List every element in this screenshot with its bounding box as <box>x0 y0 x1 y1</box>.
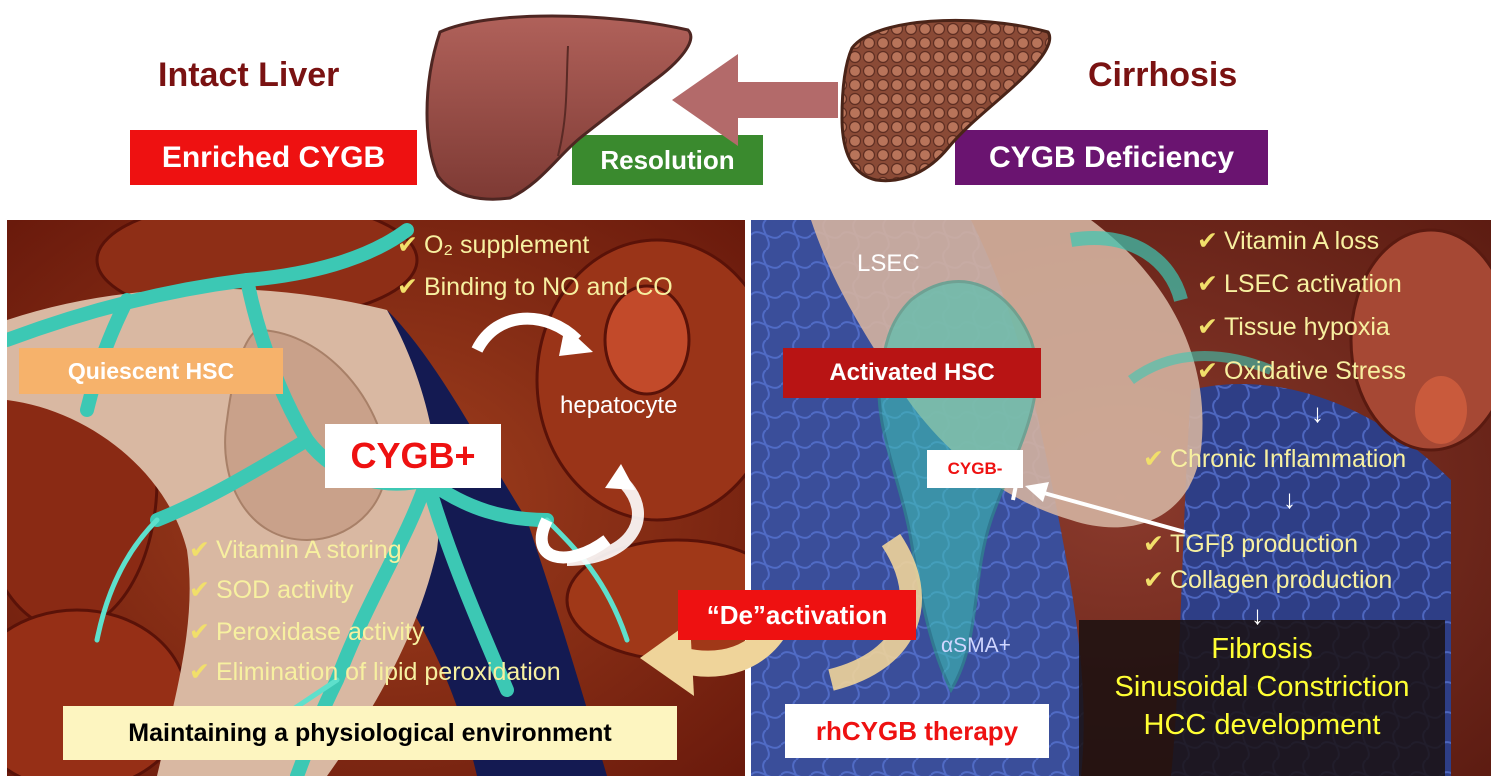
cygb-deficiency-tag: CYGB Deficiency <box>955 130 1268 185</box>
check-icon: ✔ <box>1143 530 1164 558</box>
cygb-minus-label: CYGB- <box>927 450 1023 488</box>
check-icon: ✔ <box>1143 445 1164 473</box>
check-icon: ✔ <box>397 231 418 259</box>
check-icon: ✔ <box>1197 270 1218 298</box>
right-check-3: ✔Tissue hypoxia <box>1197 313 1390 341</box>
outcome-hcc: HCC development <box>1143 709 1381 741</box>
healthy-liver-icon <box>425 14 693 201</box>
lsec-label: LSEC <box>857 250 920 277</box>
check-icon: ✔ <box>1143 566 1164 594</box>
resolution-arrow-icon <box>672 54 838 146</box>
right-check-2: ✔LSEC activation <box>1197 270 1402 298</box>
outcome-list: Fibrosis Sinusoidal Constriction HCC dev… <box>1079 630 1445 744</box>
down-arrow-icon-1: ↓ <box>1311 398 1324 428</box>
cygb-plus-label: CYGB+ <box>325 424 501 488</box>
check-icon: ✔ <box>1197 313 1218 341</box>
outcome-sinusoidal: Sinusoidal Constriction <box>1114 671 1410 703</box>
left-panel-healthy: ✔O₂ supplement ✔Binding to NO and CO Qui… <box>7 220 745 776</box>
deactivation-label: “De”activation <box>678 590 916 640</box>
left-bottom-check-2: ✔SOD activity <box>189 576 354 604</box>
rhcygb-therapy-label: rhCYGB therapy <box>785 704 1049 758</box>
left-bottom-check-4: ✔Elimination of lipid peroxidation <box>189 658 561 686</box>
check-icon: ✔ <box>189 576 210 604</box>
check-icon: ✔ <box>1197 357 1218 385</box>
collagen-check: ✔Collagen production <box>1143 566 1393 594</box>
left-top-check-2: ✔Binding to NO and CO <box>397 273 673 301</box>
left-top-check-1: ✔O₂ supplement <box>397 231 590 259</box>
chronic-inflammation-check: ✔Chronic Inflammation <box>1143 445 1407 473</box>
left-bottom-check-3: ✔Peroxidase activity <box>189 618 425 646</box>
right-panel-cirrhosis: LSEC Activated HSC CYGB- αSMA+ ✔Vitamin … <box>751 220 1491 776</box>
cirrhotic-tissue-illustration <box>751 220 1491 776</box>
quiescent-hsc-label: Quiescent HSC <box>19 348 283 394</box>
check-icon: ✔ <box>397 273 418 301</box>
right-check-4: ✔Oxidative Stress <box>1197 357 1406 385</box>
resolution-tag: Resolution <box>572 135 763 185</box>
check-icon: ✔ <box>189 658 210 686</box>
cirrhosis-title: Cirrhosis <box>1088 56 1238 94</box>
maintaining-environment-label: Maintaining a physiological environment <box>63 706 677 760</box>
enriched-cygb-tag: Enriched CYGB <box>130 130 417 185</box>
down-arrow-icon-2: ↓ <box>1283 484 1296 514</box>
healthy-tissue-illustration <box>7 220 745 776</box>
cirrhotic-liver-icon <box>840 18 1052 183</box>
outcome-fibrosis: Fibrosis <box>1211 633 1313 665</box>
intact-liver-title: Intact Liver <box>158 56 340 94</box>
asma-label: αSMA+ <box>941 634 1011 657</box>
check-icon: ✔ <box>1197 227 1218 255</box>
hepatocyte-label: hepatocyte <box>560 392 678 419</box>
left-bottom-check-1: ✔Vitamin A storing <box>189 536 402 564</box>
down-arrow-icon-3: ↓ <box>1251 600 1264 630</box>
right-check-1: ✔Vitamin A loss <box>1197 227 1380 255</box>
activated-hsc-label: Activated HSC <box>783 348 1041 398</box>
check-icon: ✔ <box>189 536 210 564</box>
tgfb-check: ✔TGFβ production <box>1143 530 1359 558</box>
check-icon: ✔ <box>189 618 210 646</box>
